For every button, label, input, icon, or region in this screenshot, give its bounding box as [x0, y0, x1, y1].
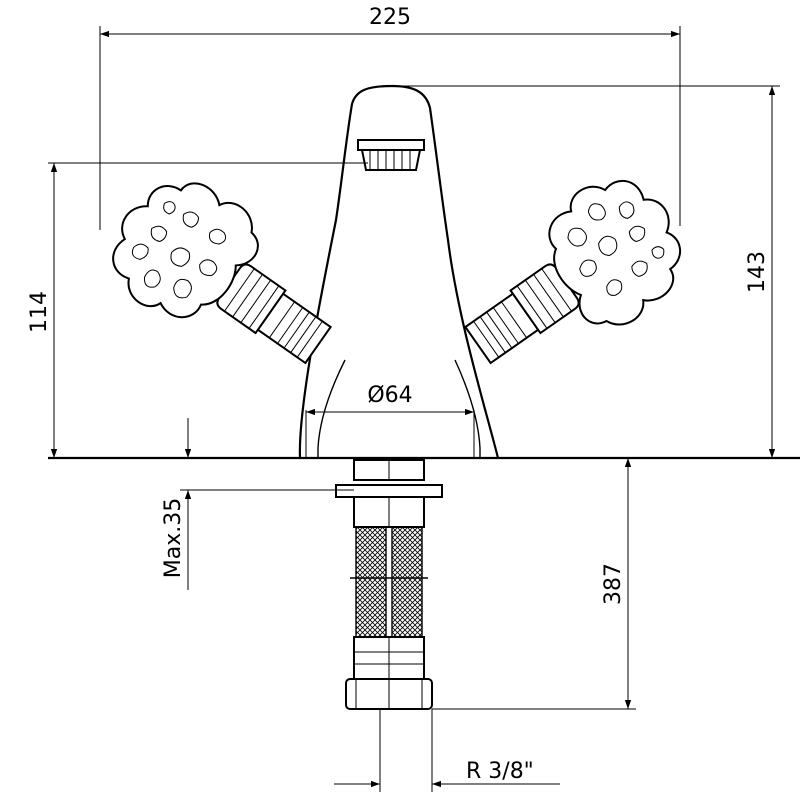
right-handle: [438, 155, 708, 403]
dim-thread: R 3/8": [334, 709, 560, 792]
dim-hose-length-label: 387: [601, 563, 626, 605]
dim-max-thickness-label: Max.35: [161, 498, 186, 578]
supply-hoses: [335, 459, 443, 710]
dim-spout-height-label: 114: [27, 291, 52, 333]
dim-total-height-label: 143: [745, 251, 770, 293]
aerator: [357, 139, 425, 171]
dim-spout-height: 114: [27, 162, 368, 458]
dim-hose-length: 387: [432, 458, 636, 710]
dim-base-diameter: Ø64: [305, 383, 475, 458]
dim-overall-width-label: 225: [369, 5, 411, 30]
dim-thread-label: R 3/8": [466, 759, 534, 784]
left-handle: [88, 155, 359, 402]
dim-max-thickness: Max.35: [161, 418, 354, 590]
dim-overall-width: 225: [99, 5, 681, 230]
dim-base-diameter-label: Ø64: [367, 383, 412, 408]
dim-total-height: 143: [392, 85, 780, 458]
